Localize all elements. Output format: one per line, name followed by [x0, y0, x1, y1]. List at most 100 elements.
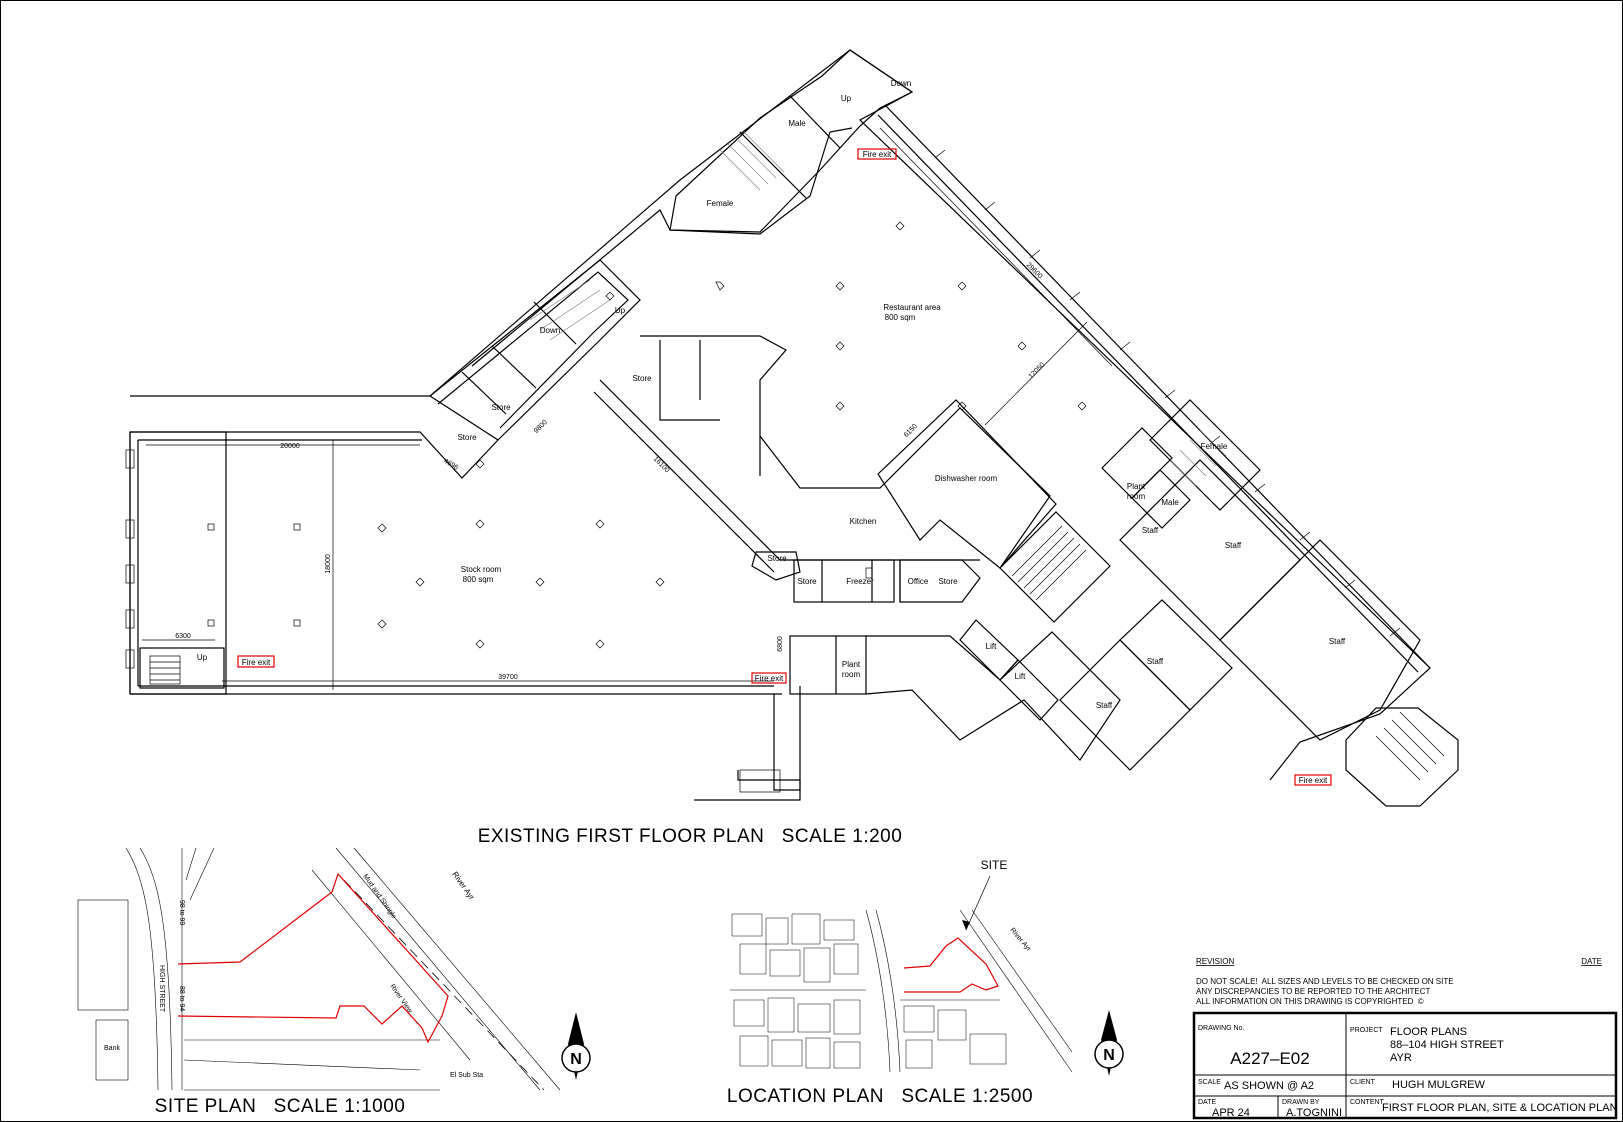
dimension-4696: 4696 — [442, 458, 459, 472]
north-arrow-label: N — [570, 1051, 582, 1068]
client-value: HUGH MULGREW — [1392, 1079, 1486, 1091]
location-site-label: SITE — [981, 858, 1008, 872]
drawn-by-label: DRAWN BY — [1282, 1099, 1320, 1106]
toilet-block-top — [669, 49, 914, 233]
room-label-staff-1: Staff — [1142, 526, 1159, 535]
room-label-male-top: Male — [788, 119, 806, 128]
north-arrow-label: N — [1103, 1047, 1115, 1064]
room-label-store-4: Store — [767, 554, 787, 563]
room-label-female-right: Female — [1201, 442, 1228, 451]
room-label-up-stair: Up — [615, 306, 626, 315]
room-label-store-1: Store — [632, 374, 652, 383]
room-label-up-left: Up — [197, 653, 208, 662]
dimension-6800: 6800 — [777, 636, 784, 652]
room-label-lift-2: Lift — [1015, 672, 1026, 681]
location-plan: SITE River Ayr LOCATION PLAN SCALE 1:250… — [727, 858, 1073, 1107]
room-label-stock-room: Stock room — [461, 565, 502, 574]
location-map-blocks — [731, 913, 1007, 1069]
floor-plan: Male Female Down Up Restaurant area 800 … — [125, 49, 1459, 847]
room-label-plant-1: Plant — [842, 660, 861, 669]
room-label-store-5: Store — [797, 577, 817, 586]
freezer-room — [793, 559, 895, 603]
room-label-staff-2: Staff — [1225, 541, 1242, 550]
drawing-number: A227–E02 — [1230, 1049, 1309, 1068]
site-label-mud: Mud and Shingle — [361, 873, 397, 920]
title-block: REVISION DATE DO NOT SCALE! ALL SIZES AN… — [1192, 957, 1618, 1120]
drawing-no-label: DRAWING No. — [1198, 1025, 1244, 1032]
stock-room-outline — [130, 395, 499, 479]
project-label: PROJECT — [1350, 1027, 1383, 1034]
site-label-high-street: HIGH STREET — [158, 965, 165, 1013]
room-label-freezer: Freezer — [846, 577, 874, 586]
fire-exit-label-1: Fire exit — [863, 150, 892, 159]
note-line-1: DO NOT SCALE! ALL SIZES AND LEVELS TO BE… — [1196, 977, 1454, 986]
dimension-12050: 12050 — [1028, 362, 1047, 381]
site-label-river-ayr: River Ayr — [450, 870, 476, 902]
room-label-up-top: Up — [841, 94, 852, 103]
staff-room-c — [1219, 539, 1421, 741]
stair-bottom-right — [1345, 707, 1459, 807]
room-label-plant-2: Plant — [1127, 482, 1146, 491]
site-label-numbers-b: 88 to 94 — [178, 986, 185, 1011]
room-label-store-6: Store — [938, 577, 958, 586]
room-label-plant-1b: room — [842, 670, 861, 679]
room-label-staff-5: Staff — [1096, 701, 1113, 710]
dishwasher-room — [877, 399, 1057, 569]
fire-exit-label-3: Fire exit — [755, 674, 784, 683]
floor-plan-title: EXISTING FIRST FLOOR PLAN SCALE 1:200 — [478, 826, 903, 847]
room-label-kitchen: Kitchen — [850, 517, 877, 526]
room-label-restaurant: Restaurant area — [883, 303, 941, 312]
north-arrow-icon: N — [561, 1012, 591, 1080]
project-line-3: AYR — [1390, 1052, 1412, 1064]
room-label-female-top: Female — [707, 199, 734, 208]
scale-label: SCALE — [1198, 1079, 1221, 1086]
room-label-male-right: Male — [1161, 498, 1179, 507]
location-site-boundary — [903, 937, 999, 993]
dimension-9800: 9800 — [533, 419, 549, 435]
date-header: DATE — [1581, 957, 1602, 966]
scale-value: AS SHOWN @ A2 — [1224, 1080, 1314, 1092]
room-label-stock-area: 800 sqm — [463, 575, 494, 584]
fire-exit-label-4: Fire exit — [1299, 776, 1328, 785]
room-label-down-stair: Down — [540, 326, 560, 335]
room-label-plant-2b: room — [1127, 492, 1146, 501]
drawn-by-value: A.TOGNINI — [1286, 1107, 1342, 1119]
revision-header: REVISION — [1196, 957, 1234, 966]
content-value: FIRST FLOOR PLAN, SITE & LOCATION PLAN — [1382, 1102, 1618, 1114]
room-label-dishwasher: Dishwasher room — [935, 474, 998, 483]
site-label-bank: Bank — [104, 1045, 120, 1052]
site-plan-title: SITE PLAN SCALE 1:1000 — [155, 1096, 406, 1117]
staff-room-b — [1119, 459, 1301, 641]
room-label-store-2: Store — [491, 403, 511, 412]
project-line-1: FLOOR PLANS — [1390, 1026, 1467, 1038]
room-label-down-top: Down — [891, 79, 911, 88]
location-plan-title: LOCATION PLAN SCALE 1:2500 — [727, 1086, 1033, 1107]
note-line-3: ALL INFORMATION ON THIS DRAWING IS COPYR… — [1196, 997, 1424, 1006]
room-label-staff-3: Staff — [1329, 637, 1346, 646]
plant-room-lower — [789, 635, 867, 695]
location-river-label: River Ayr — [1008, 927, 1032, 954]
content-label: CONTENT — [1350, 1099, 1385, 1106]
dimension-20000: 20000 — [280, 443, 300, 450]
site-label-numbers-a: 98 to 99 — [178, 900, 185, 925]
client-label: CLIENT — [1350, 1079, 1376, 1086]
dimension-18000: 18000 — [325, 554, 332, 574]
dimension-39700: 39700 — [498, 674, 518, 681]
site-plan: HIGH STREET River Ayr Mud and Shingle Ri… — [77, 847, 561, 1117]
north-arrow-icon: N — [1094, 1010, 1124, 1076]
date-label: DATE — [1198, 1099, 1216, 1106]
fire-exit-label-2: Fire exit — [242, 658, 271, 667]
room-label-staff-4: Staff — [1147, 657, 1164, 666]
room-label-store-3: Store — [457, 433, 477, 442]
date-value: APR 24 — [1212, 1107, 1250, 1119]
dimension-6300: 6300 — [175, 633, 191, 640]
room-label-restaurant-area: 800 sqm — [885, 313, 916, 322]
dimension-29600: 29600 — [1025, 262, 1044, 281]
room-label-lift-1: Lift — [986, 642, 997, 651]
project-line-2: 88–104 HIGH STREET — [1390, 1039, 1504, 1051]
stair-left — [139, 647, 225, 689]
site-label-el-sub: El Sub Sta — [450, 1072, 483, 1079]
note-line-2: ANY DISCREPANCIES TO BE REPORTED TO THE … — [1196, 987, 1431, 996]
room-label-office: Office — [908, 577, 929, 586]
